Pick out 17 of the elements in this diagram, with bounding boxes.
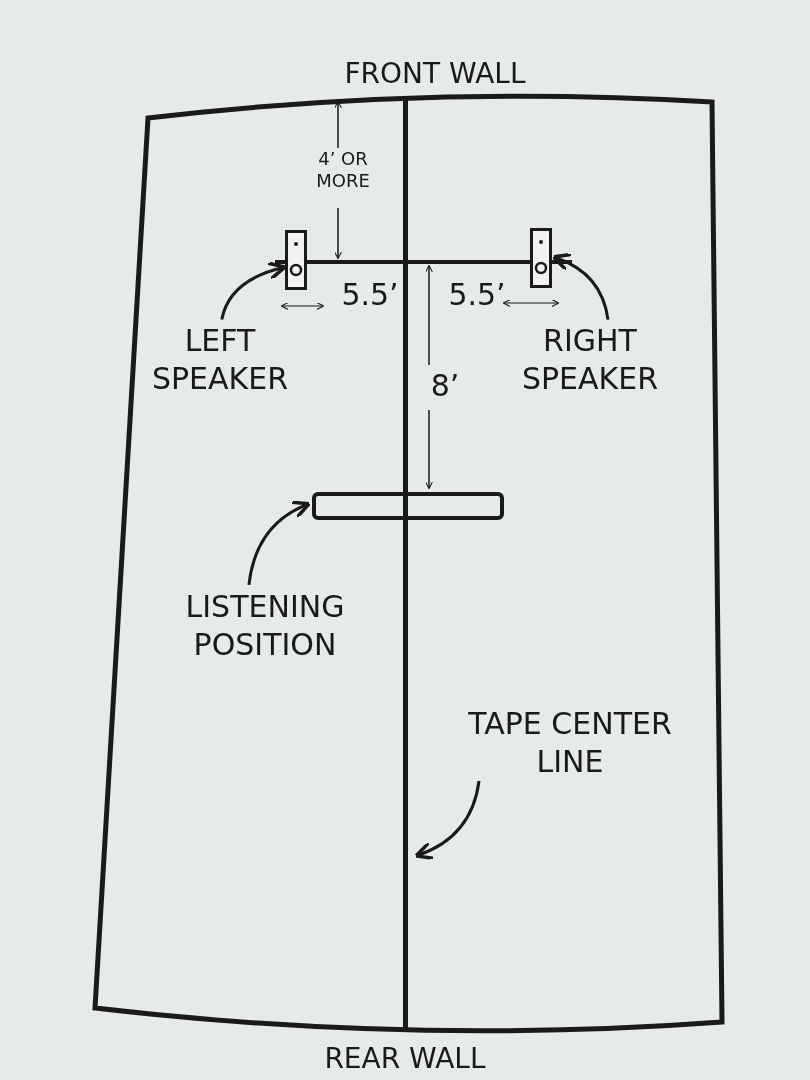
callout-label: RIGHT SPEAKER [500,322,680,398]
dimension-label: 5.5’ [447,276,507,314]
wall-label: FRONT WALL [343,56,527,92]
leader-arrow [551,253,610,320]
speaker-icon [285,230,307,290]
callout-label: LEFT SPEAKER [130,322,310,398]
leader-arrow [247,501,311,586]
leader-arrow [414,780,481,860]
leader-arrow [220,261,287,320]
wall-label: REAR WALL [323,1041,487,1077]
speaker-icon [530,228,552,288]
dimension-label: 5.5’ [340,276,400,314]
callout-label: LISTENING POSITION [150,588,380,664]
callout-label: TAPE CENTER LINE [440,705,700,781]
listening-seat [312,492,504,520]
dimension-label: 8’ [429,367,461,405]
dimension-label: 4’ OR MORE [315,148,371,192]
